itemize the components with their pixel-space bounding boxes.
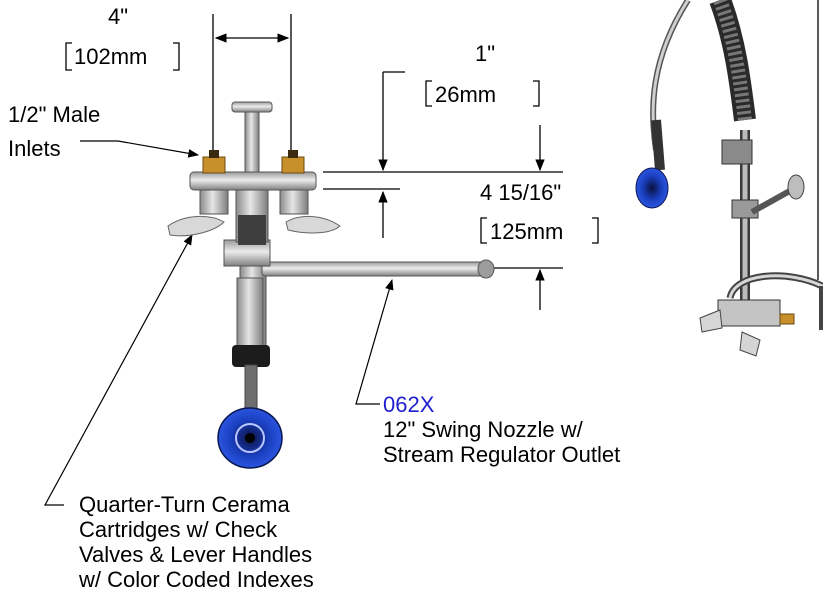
cartridges-callout-line1: Quarter-Turn Cerama [79, 492, 290, 517]
nozzle-drop-dimension [480, 125, 599, 310]
faucet-front-view [167, 101, 495, 469]
inlets-callout-line1: 1/2" Male [8, 102, 101, 127]
cartridges-callout-line3: Valves & Lever Handles [79, 542, 313, 567]
leader-lines [43, 140, 394, 506]
inlet-spacing-mm: 102mm [74, 44, 148, 69]
nozzle-callout: 062X 12" Swing Nozzle w/ Stream Regulato… [383, 392, 620, 467]
top-offset-inches: 1" [475, 41, 496, 66]
inlet-spacing-inches: 4" [108, 4, 129, 29]
cartridges-callout-line2: Cartridges w/ Check [79, 517, 278, 542]
inlet-spacing-dimension [65, 14, 292, 152]
nozzle-part-number: 062X [383, 392, 435, 417]
nozzle-drop-mm: 125mm [490, 219, 564, 244]
nozzle-drop-inches: 4 15/16" [480, 180, 562, 205]
cartridges-callout-line4: w/ Color Coded Indexes [79, 567, 314, 592]
top-offset-dimension [323, 71, 563, 238]
inlets-callout-line2: Inlets [8, 136, 61, 161]
inlets-callout: 1/2" Male Inlets [8, 102, 100, 161]
top-offset-mm: 26mm [435, 82, 497, 107]
nozzle-callout-line1: 12" Swing Nozzle w/ [383, 417, 583, 442]
nozzle-callout-line2: Stream Regulator Outlet [383, 442, 621, 467]
cartridges-callout: Quarter-Turn Cerama Cartridges w/ Check … [79, 492, 314, 592]
faucet-perspective-view [635, 0, 823, 357]
